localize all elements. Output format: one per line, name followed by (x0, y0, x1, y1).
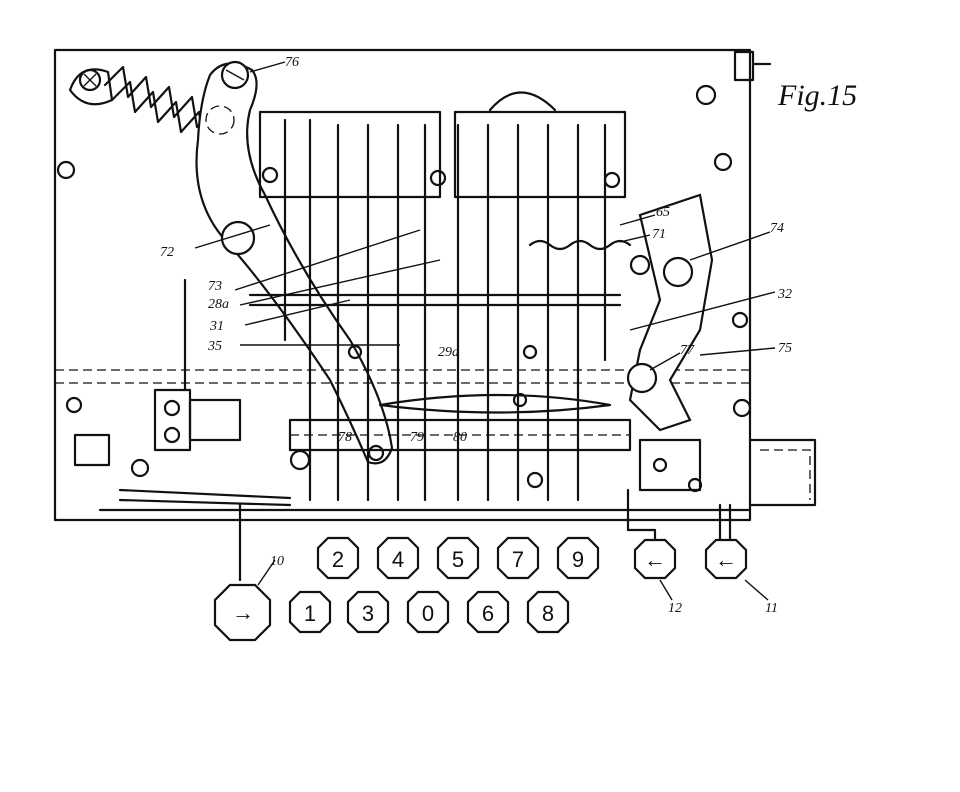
label-72: 72 (160, 245, 174, 260)
label-79: 79 (410, 430, 424, 445)
key-stems (238, 488, 732, 582)
key-2-label: 2 (332, 547, 344, 572)
function-keys: → ← ← (213, 538, 748, 642)
figure-title: Fig.15 (777, 79, 857, 112)
label-76: 76 (285, 55, 299, 70)
label-11: 11 (765, 601, 778, 616)
key-0-cap[interactable] (406, 590, 450, 634)
key-1-label: 1 (304, 601, 316, 626)
key-5-cap[interactable] (436, 536, 480, 580)
key-9-cap[interactable] (556, 536, 600, 580)
upper-gates (258, 91, 627, 502)
key-12-symbol: ← (644, 547, 666, 572)
key-5-label: 5 (452, 547, 464, 572)
right-bell-crank (528, 193, 714, 493)
key-3-cap[interactable] (346, 590, 390, 634)
back-row-keys: 2 4 5 7 9 (316, 536, 600, 580)
label-31: 31 (209, 319, 224, 334)
key-7-cap[interactable] (496, 536, 540, 580)
reference-label-leaders (194, 61, 776, 601)
label-77: 77 (680, 343, 695, 358)
label-74: 74 (770, 221, 784, 236)
key-9-label: 9 (572, 547, 584, 572)
key-0-label: 0 (422, 601, 434, 626)
key-10-cap[interactable] (213, 583, 272, 642)
label-12: 12 (668, 601, 682, 616)
key-2-cap[interactable] (316, 536, 360, 580)
label-32: 32 (777, 287, 792, 302)
key-12-cap[interactable] (633, 538, 677, 580)
lever-73 (195, 60, 394, 465)
label-65: 65 (656, 205, 670, 220)
left-mechanism (118, 278, 311, 507)
key-1-cap[interactable] (288, 590, 332, 634)
key-4-label: 4 (392, 547, 404, 572)
label-35: 35 (207, 339, 222, 354)
key-11-symbol: ← (715, 547, 737, 572)
label-75: 75 (778, 341, 792, 356)
label-73: 73 (208, 279, 222, 294)
key-4-cap[interactable] (376, 536, 420, 580)
frame-plate (53, 48, 817, 522)
label-10: 10 (270, 554, 284, 569)
key-6-cap[interactable] (466, 590, 510, 634)
label-28a: 28a (208, 297, 229, 312)
label-78: 78 (338, 430, 352, 445)
key-3-label: 3 (362, 601, 374, 626)
key-10-symbol: → (232, 600, 254, 625)
key-11-cap[interactable] (704, 538, 748, 580)
front-row-keys: 1 3 0 6 8 (288, 590, 570, 634)
key-8-label: 8 (542, 601, 554, 626)
key-8-cap[interactable] (526, 590, 570, 634)
label-71: 71 (652, 227, 666, 242)
key-7-label: 7 (512, 547, 524, 572)
label-80: 80 (453, 430, 467, 445)
label-29a: 29a (438, 345, 459, 360)
mounting-holes (56, 84, 752, 478)
key-6-label: 6 (482, 601, 494, 626)
